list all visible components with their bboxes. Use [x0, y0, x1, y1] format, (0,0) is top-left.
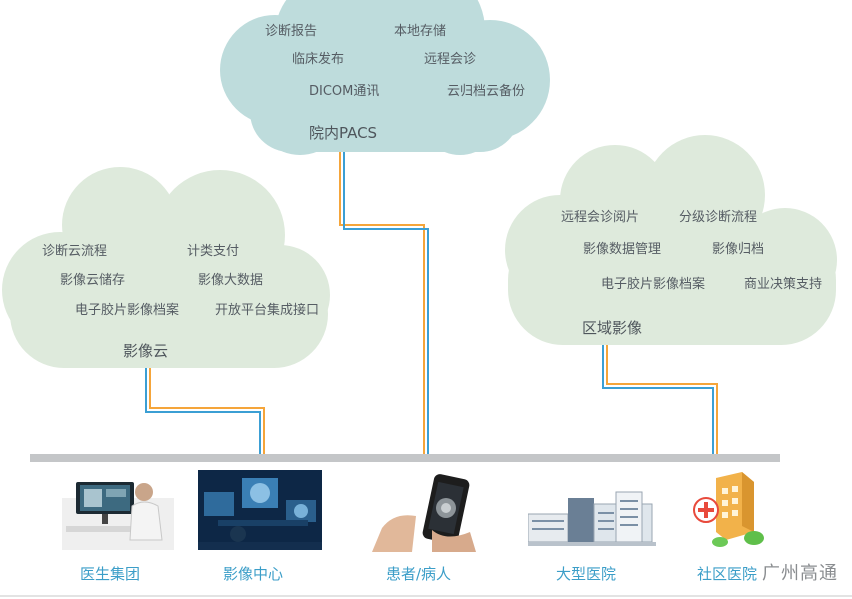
cloud-item: 诊断云流程 — [42, 244, 108, 259]
cloud-title: 院内PACS — [309, 124, 378, 142]
connector-left-cloud — [145, 366, 265, 455]
cloud-item: 诊断报告 — [265, 24, 318, 39]
community-hospital-icon — [693, 472, 764, 547]
large-hospital-icon — [528, 491, 656, 546]
node-label-doctor-group: 医生集团 — [80, 565, 141, 583]
doctor-workstation-icon — [62, 482, 174, 550]
node-label-large-hospital: 大型医院 — [556, 565, 617, 583]
smartphone-scan-icon — [372, 474, 476, 552]
imaging-center-icon — [198, 470, 322, 550]
cloud-item: 远程会诊 — [424, 52, 477, 67]
cloud-item: 云归档云备份 — [447, 84, 526, 99]
watermark-text: 广州高通 — [762, 563, 838, 584]
cloud-item: DICOM通讯 — [309, 84, 380, 99]
cloud-item: 开放平台集成接口 — [215, 303, 320, 318]
cloud-item: 本地存储 — [394, 24, 447, 39]
cloud-item: 影像大数据 — [198, 273, 264, 288]
cloud-item: 电子胶片影像档案 — [601, 277, 706, 292]
node-label-patient: 患者/病人 — [386, 565, 452, 583]
cloud-item: 电子胶片影像档案 — [75, 303, 180, 318]
node-label-community-hospital: 社区医院 — [697, 565, 758, 583]
cloud-item: 影像数据管理 — [583, 242, 662, 257]
cloud-regional-imaging — [505, 135, 837, 345]
cloud-item: 远程会诊阅片 — [561, 210, 640, 225]
cloud-imaging-cloud — [2, 167, 330, 368]
bottom-divider — [0, 595, 852, 597]
connector-top-cloud — [339, 148, 429, 455]
cloud-item: 影像云储存 — [60, 273, 126, 288]
connector-right-cloud — [602, 343, 718, 455]
cloud-item: 分级诊断流程 — [679, 210, 758, 225]
cloud-item: 商业决策支持 — [744, 277, 823, 292]
cloud-title: 区域影像 — [582, 319, 643, 337]
cloud-title: 影像云 — [123, 342, 169, 360]
node-label-imaging-center: 影像中心 — [223, 565, 284, 583]
cloud-item: 计类支付 — [187, 244, 240, 259]
cloud-item: 影像归档 — [712, 242, 765, 257]
cloud-item: 临床发布 — [292, 52, 345, 67]
cloud-hospital-pacs — [220, 0, 550, 155]
network-bus-bar — [30, 454, 780, 462]
